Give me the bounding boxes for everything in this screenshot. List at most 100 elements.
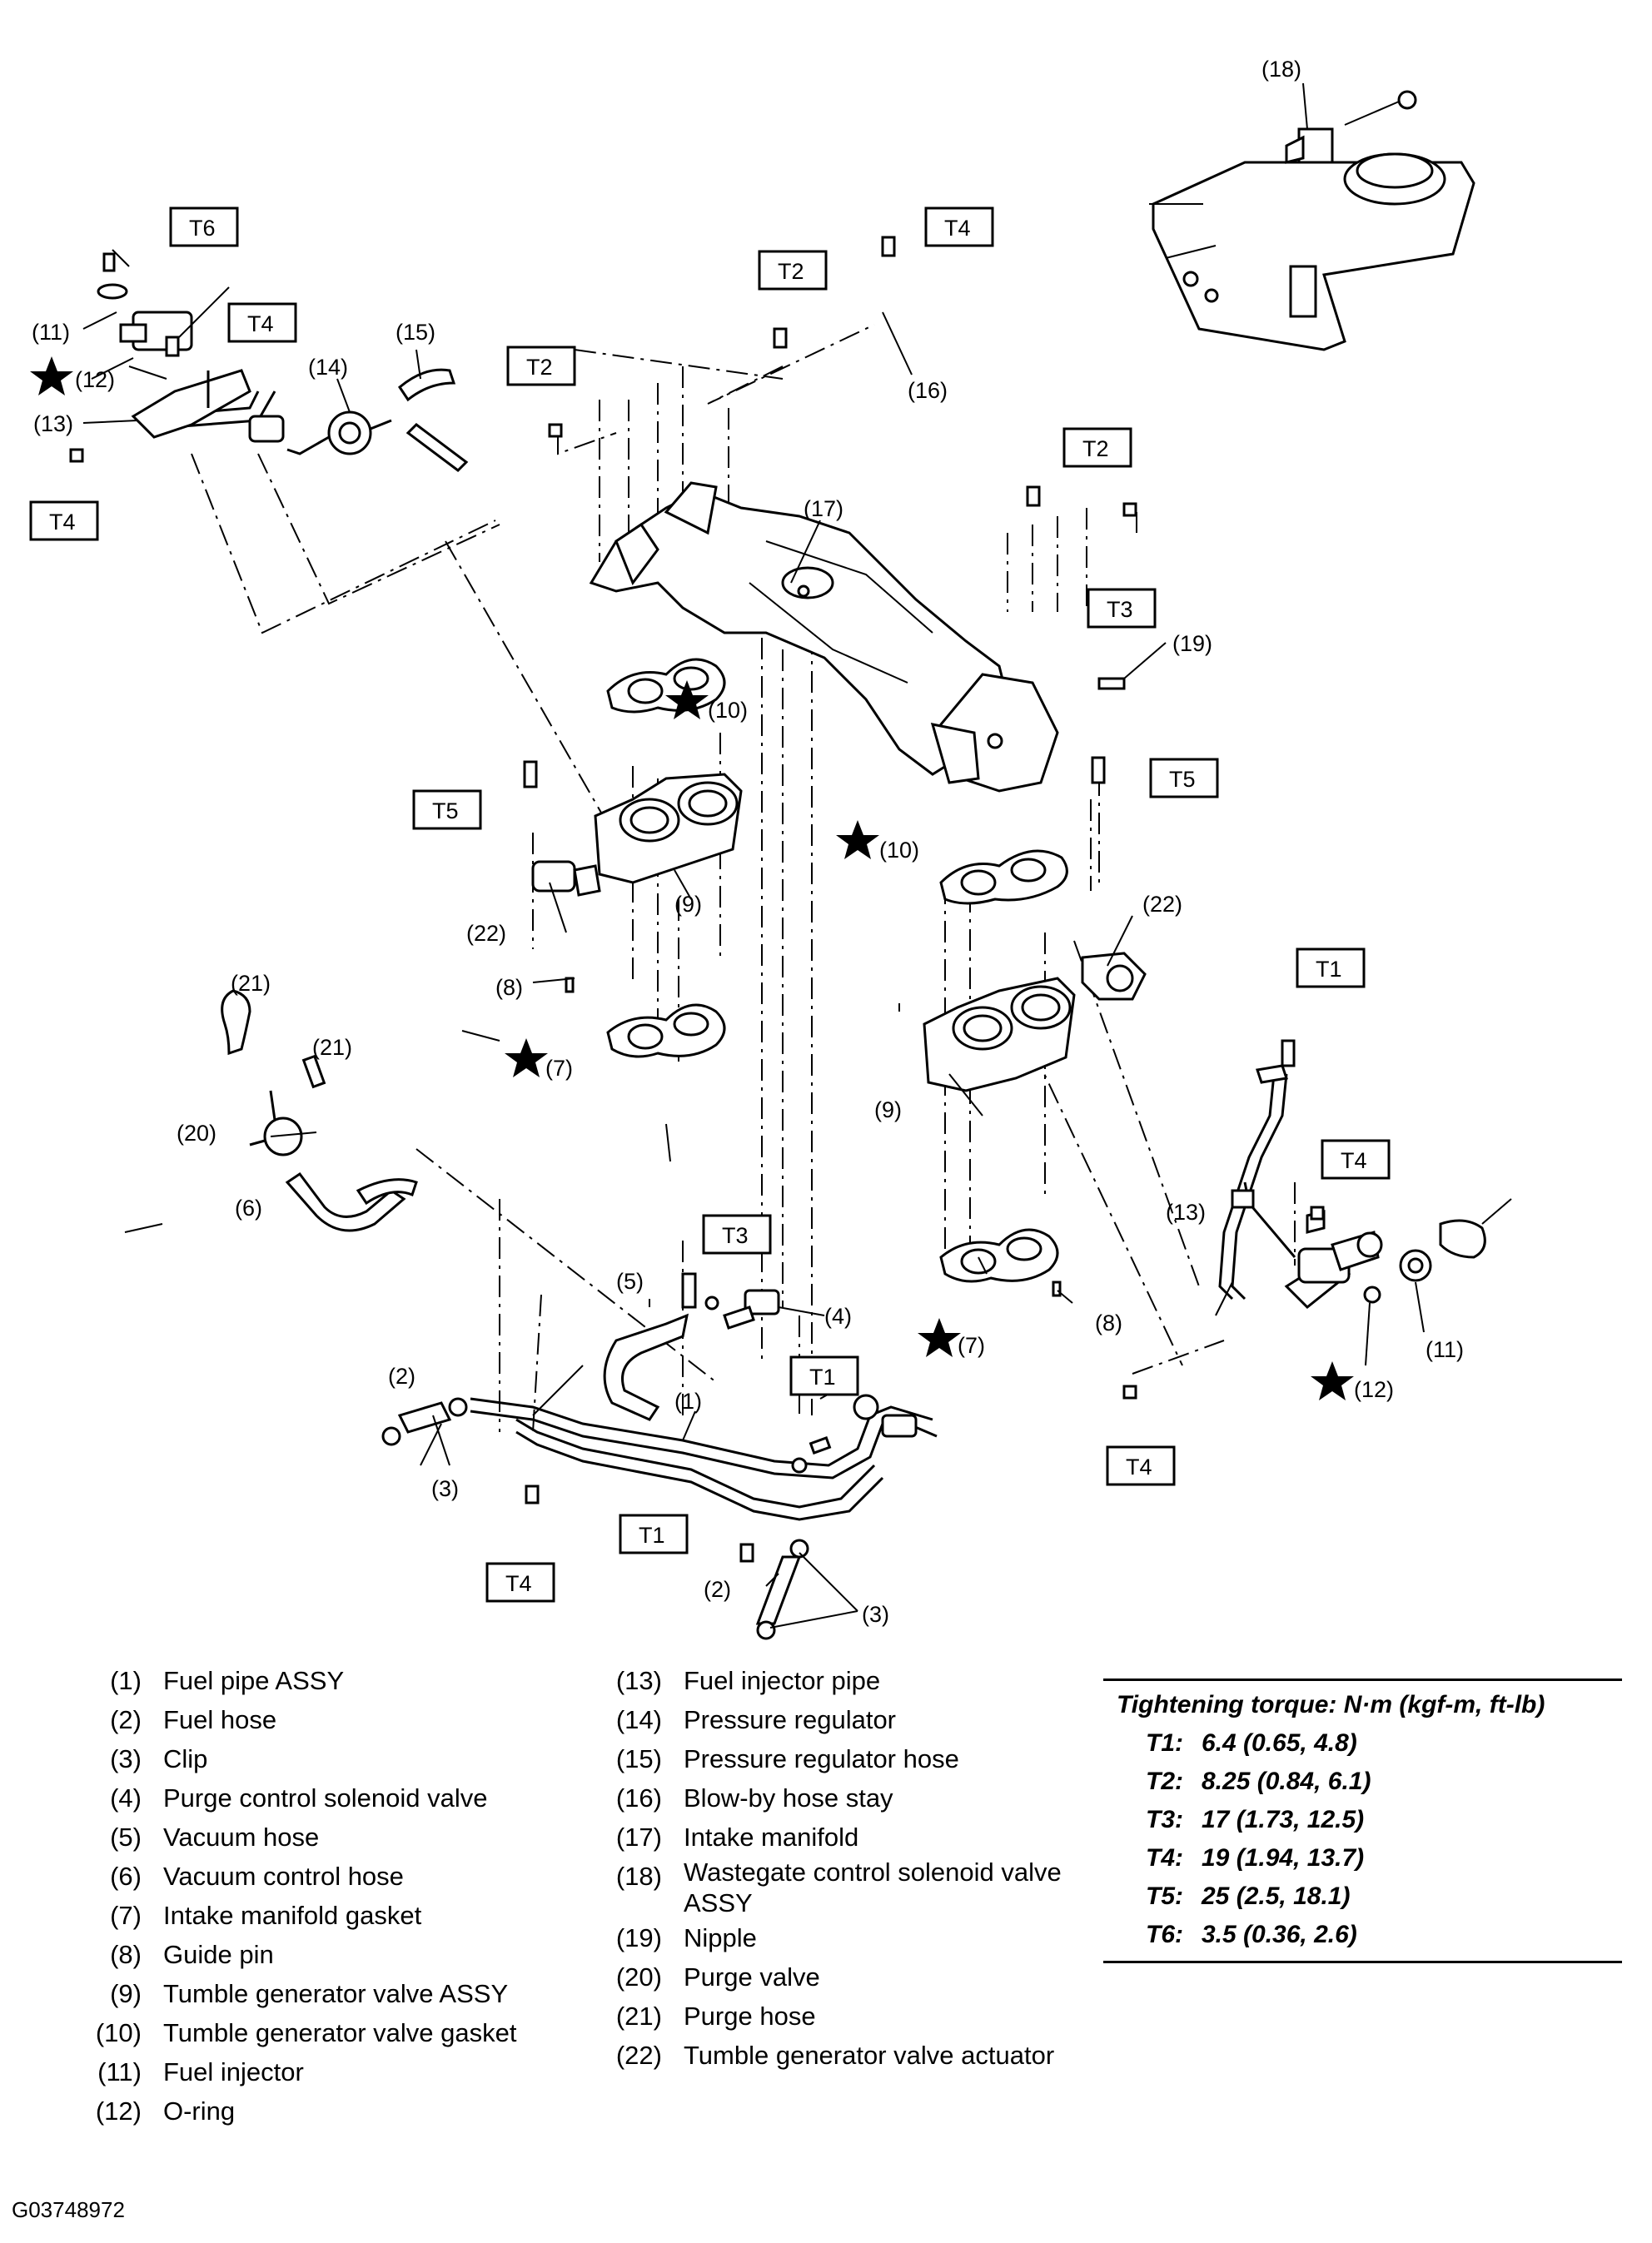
legend-item-number: (18) — [615, 1862, 662, 1891]
legend-item-number: (20) — [615, 1962, 662, 1992]
legend-item-name: Intake manifold — [684, 1823, 859, 1852]
torque-value: 19 (1.94, 13.7) — [1202, 1844, 1365, 1872]
legend-item: (2)Fuel hose — [83, 1700, 516, 1739]
legend-item: (22)Tumble generator valve actuator — [604, 2036, 1100, 2075]
legend-item-name: Tumble generator valve actuator — [684, 2041, 1055, 2070]
torque-row: T2: 8.25 (0.84, 6.1) — [1103, 1763, 1622, 1801]
svg-text:T4: T4 — [505, 1571, 532, 1596]
torque-value: 6.4 (0.65, 4.8) — [1202, 1729, 1357, 1757]
callout-12: (12) — [75, 367, 115, 392]
svg-text:T6: T6 — [189, 216, 216, 241]
torque-tags: T6 T4 T4 T2 T2 T4 T2 T3 T5 T5 T1 T4 T3 T… — [29, 206, 1391, 1603]
star-icon — [505, 1038, 548, 1077]
callout-18: (18) — [1261, 57, 1301, 82]
callout-14: (14) — [308, 355, 348, 380]
svg-text:T2: T2 — [1082, 436, 1109, 461]
callout-8-right: (8) — [1095, 1310, 1122, 1335]
svg-text:T2: T2 — [778, 259, 804, 284]
svg-text:T3: T3 — [1107, 597, 1133, 622]
legend-item-name: Guide pin — [163, 1940, 274, 1969]
torque-value: 25 (2.5, 18.1) — [1202, 1882, 1351, 1910]
tag-t2-right: T2 — [1062, 427, 1132, 468]
alignment-lines — [191, 324, 1296, 1433]
legend-column-1: (1)Fuel pipe ASSY(2)Fuel hose(3)Clip(4)P… — [83, 1661, 517, 2131]
torque-row: T4:19 (1.94, 13.7) — [1103, 1839, 1622, 1877]
left-fuel-rail — [97, 252, 469, 472]
legend-item: (1)Fuel pipe ASSY — [83, 1661, 516, 1700]
legend-item: (17) Intake manifold — [604, 1818, 1100, 1857]
legend-item-name: Intake manifold gasket — [163, 1901, 422, 1930]
callout-15: (15) — [396, 320, 435, 345]
torque-key: T5: — [1146, 1882, 1183, 1910]
legend-item-number: (10) — [95, 2018, 142, 2047]
callout-9-left: (9) — [674, 892, 702, 917]
legend-item-number: (19) — [615, 1923, 662, 1952]
legend-item-number: (12) — [95, 2096, 142, 2126]
star-icon — [1311, 1361, 1354, 1400]
svg-text:T5: T5 — [1169, 767, 1196, 792]
legend-item-name: Tumble generator valve ASSY — [163, 1979, 509, 2008]
torque-row: T1:6.4 (0.65, 4.8) — [1103, 1724, 1622, 1763]
tgv-assembly-right — [923, 952, 1147, 1283]
callout-3-left: (3) — [431, 1476, 459, 1501]
callout-21-top: (21) — [231, 971, 271, 996]
legend-item: (13)Fuel injector pipe — [604, 1661, 1100, 1700]
tgv-assembly-left — [531, 773, 743, 1058]
torque-row: T5: 25 (2.5, 18.1) — [1103, 1877, 1622, 1916]
callout-22-right: (22) — [1142, 892, 1182, 917]
callout-12-right: (12) — [1354, 1377, 1394, 1402]
legend-item: (6)Vacuum control hose — [83, 1857, 516, 1896]
purge-parts — [221, 989, 780, 1421]
legend-item: (14) Pressure regulator — [604, 1700, 1100, 1739]
svg-text:T2: T2 — [526, 355, 553, 380]
legend-item-number: (17) — [615, 1823, 662, 1852]
callout-2-lower: (2) — [704, 1577, 731, 1602]
callout-11-right: (11) — [1426, 1337, 1464, 1362]
legend-item: (9) Tumble generator valve ASSY — [83, 1974, 516, 2013]
tag-t4-upper-left: T4 — [227, 302, 297, 343]
exploded-parts-diagram: (11) (12) (13) (14) (15) (16) (17) (18) … — [29, 57, 1512, 1640]
legend-item: (11)Fuel injector — [83, 2052, 516, 2091]
legend-item: (18)Wastegate control solenoid valve ASS… — [604, 1857, 1100, 1918]
tag-t1-mid: T1 — [789, 1355, 859, 1396]
callout-9-right: (9) — [874, 1097, 902, 1122]
svg-text:T4: T4 — [1341, 1148, 1367, 1173]
callout-7-right: (7) — [958, 1333, 985, 1358]
callout-13-right: (13) — [1166, 1200, 1206, 1225]
svg-text:T5: T5 — [432, 798, 459, 823]
torque-table-title: Tightening torque: N·m (kgf-m, ft-lb) — [1117, 1691, 1545, 1718]
callout-13: (13) — [33, 411, 73, 436]
callout-16: (16) — [908, 378, 948, 403]
parts-legend: (1)Fuel pipe ASSY(2)Fuel hose(3)Clip(4)P… — [0, 1661, 1652, 2194]
legend-item: (16)Blow-by hose stay — [604, 1778, 1100, 1818]
tag-t4-left: T4 — [29, 500, 99, 541]
callout-8-left: (8) — [495, 975, 523, 1000]
legend-item-name: Pressure regulator — [684, 1705, 897, 1734]
legend-item-name: Vacuum hose — [163, 1823, 320, 1852]
callout-labels: (11) (12) (13) (14) (15) (16) (17) (18) … — [32, 57, 1464, 1627]
legend-item-number: (9) — [110, 1979, 142, 2008]
callout-17: (17) — [804, 496, 843, 521]
svg-text:T4: T4 — [49, 510, 76, 535]
legend-item-number: (3) — [110, 1744, 142, 1773]
legend-item-number: (14) — [615, 1705, 662, 1734]
torque-value: 8.25 (0.84, 6.1) — [1202, 1768, 1371, 1795]
tag-t1-right: T1 — [1296, 947, 1366, 988]
torque-key: T2: — [1146, 1768, 1183, 1795]
legend-item-name: Vacuum control hose — [163, 1862, 404, 1891]
tag-t4-top: T4 — [924, 206, 994, 247]
tag-t4-right-mid: T4 — [1321, 1139, 1391, 1180]
torque-key: T3: — [1146, 1806, 1183, 1833]
upper-gaskets — [606, 658, 1068, 905]
legend-item-name: Purge valve — [684, 1962, 820, 1992]
legend-item: (3)Clip — [83, 1739, 516, 1778]
tag-t3-lower: T3 — [702, 1214, 772, 1255]
torque-table: Tightening torque: N·m (kgf-m, ft-lb) T1… — [1103, 1679, 1622, 1963]
tag-t1-lower: T1 — [619, 1514, 689, 1554]
legend-item-number: (5) — [110, 1823, 142, 1852]
intake-manifold — [589, 481, 1059, 793]
callout-20: (20) — [177, 1121, 216, 1146]
fuel-pipe-assembly — [381, 1365, 938, 1640]
star-icon — [918, 1318, 961, 1357]
legend-item-name: Tumble generator valve gasket — [163, 2018, 517, 2047]
